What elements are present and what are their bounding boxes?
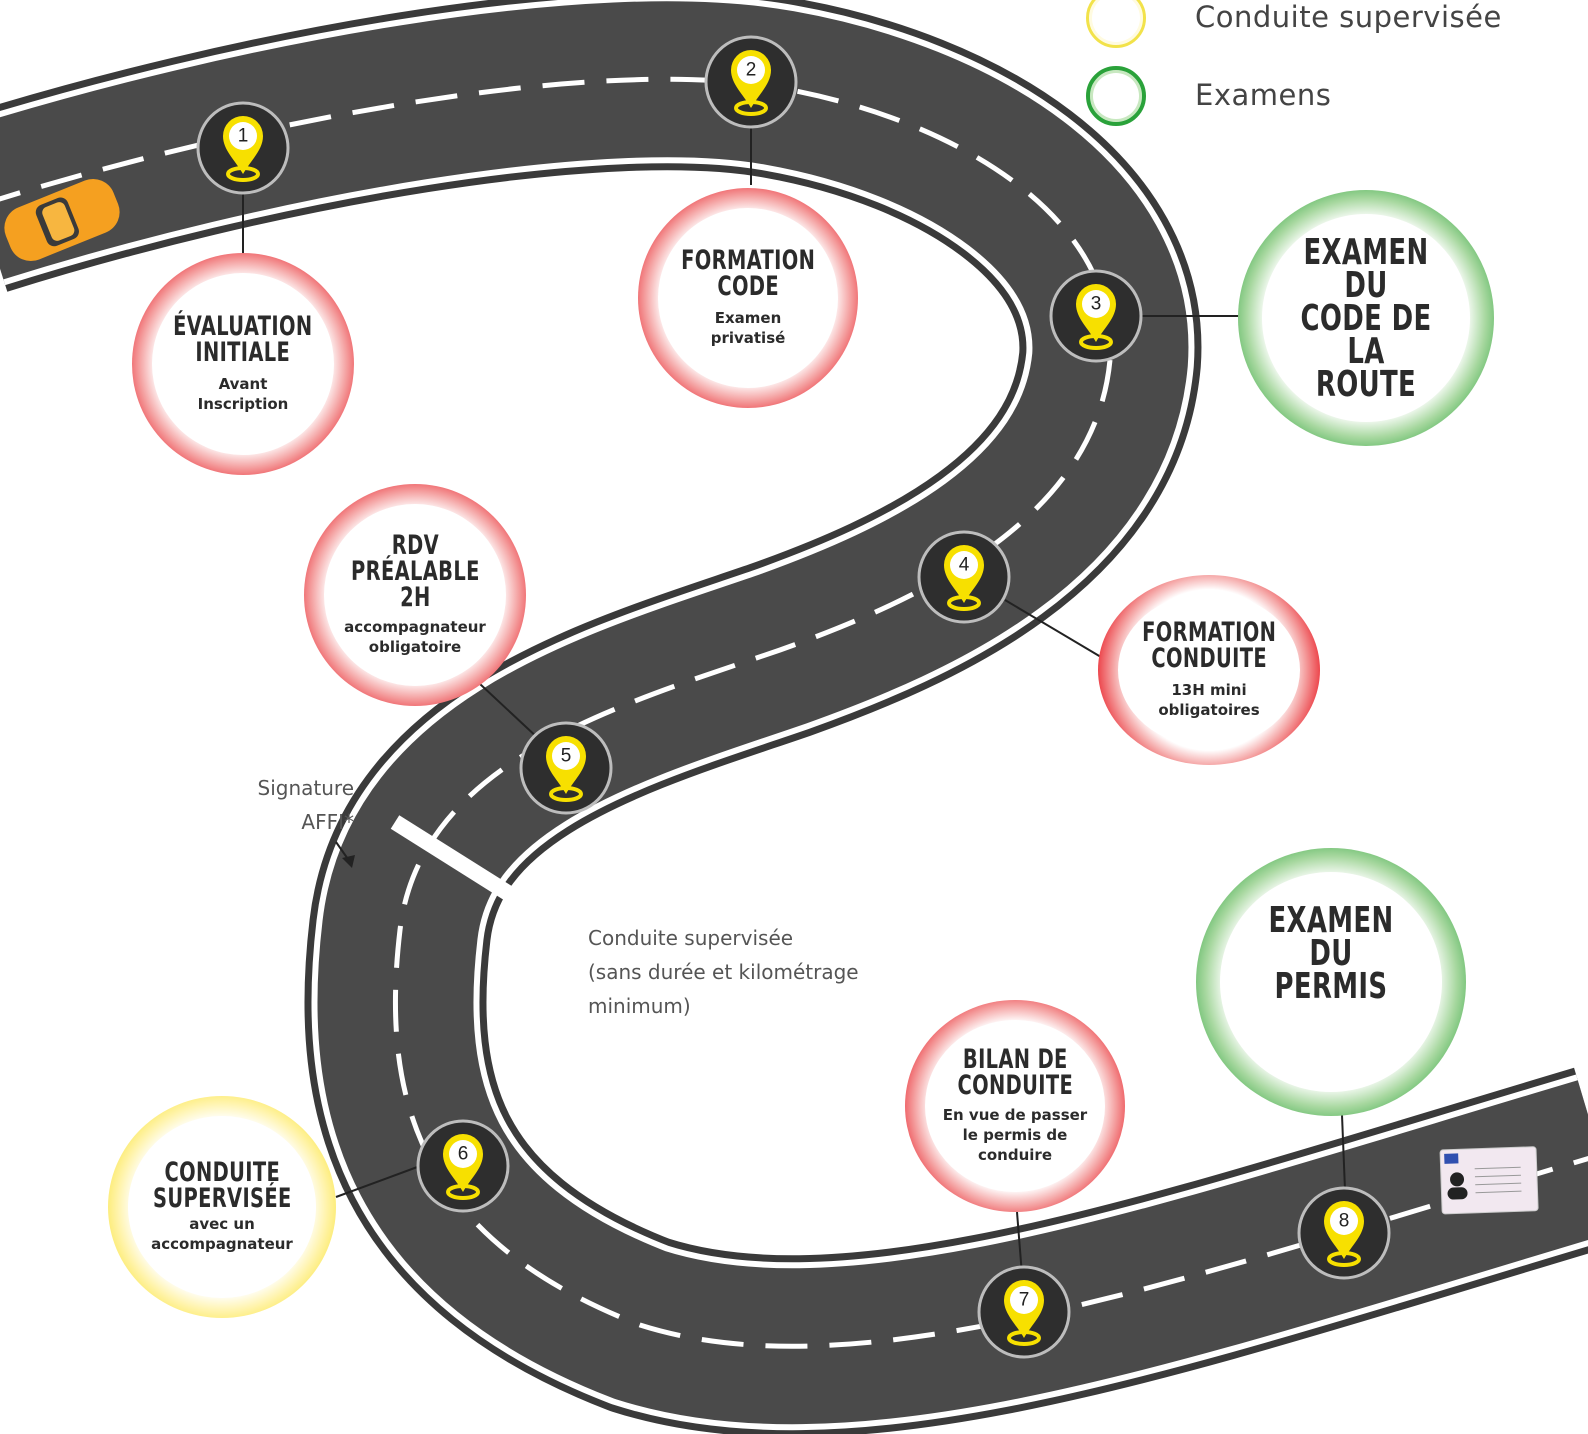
step-8-bubble: EXAMEN DU PERMIS	[1196, 848, 1466, 1116]
connector-4	[1004, 599, 1107, 661]
marker-2-face	[737, 56, 765, 84]
step-7-bubble: BILAN DE CONDUITE En vue de passer le pe…	[905, 1000, 1125, 1212]
legend-ring-green	[1086, 66, 1146, 126]
marker-3-face	[1082, 290, 1110, 318]
marker-2: 2	[704, 35, 798, 129]
step-2-title: FORMATION CODE	[680, 245, 816, 302]
marker-3: 3	[1049, 269, 1143, 363]
marker-1: 1	[196, 101, 290, 195]
supervised-driving-note: Conduite supervisée (sans durée et kilom…	[588, 926, 859, 1018]
step-6-title: CONDUITE SUPERVISÉE	[152, 1157, 292, 1214]
step-4-title: FORMATION CONDUITE	[1141, 617, 1277, 674]
step-8-title: EXAMEN DU PERMIS	[1268, 899, 1394, 1007]
marker-5: 5	[519, 721, 613, 815]
marker-5-number: 5	[561, 746, 572, 767]
connector-7	[1016, 1211, 1023, 1276]
legend-label-supervised: Conduite supervisée	[1195, 0, 1502, 34]
step-2-subtitle: Examen privatisé	[710, 309, 786, 347]
marker-7-face	[1010, 1286, 1038, 1314]
legend-ring-yellow	[1086, 0, 1146, 48]
marker-3-number: 3	[1091, 294, 1102, 315]
marker-8: 8	[1297, 1186, 1391, 1280]
marker-4-number: 4	[959, 555, 970, 576]
marker-6-number: 6	[458, 1144, 469, 1165]
step-5-subtitle: accompagnateur obligatoire	[344, 618, 486, 656]
marker-6: 6	[416, 1119, 510, 1213]
marker-6-face	[449, 1140, 477, 1168]
step-7-subtitle: En vue de passer le permis de conduire	[942, 1106, 1088, 1164]
affi-arrow-head	[342, 855, 355, 868]
marker-2-number: 2	[746, 60, 757, 81]
connectors	[242, 120, 1346, 1276]
step-1-bubble: ÉVALUATION INITIALE Avant Inscription	[132, 253, 354, 475]
taxi-icon	[4, 178, 120, 262]
step-1-title: ÉVALUATION INITIALE	[173, 311, 313, 368]
marker-1-number: 1	[238, 126, 249, 147]
signature-note: Signature AFFI*	[257, 776, 354, 834]
legend-label-exams: Examens	[1195, 78, 1332, 112]
step-7-title: BILAN DE CONDUITE	[957, 1044, 1073, 1101]
step-6-bubble: CONDUITE SUPERVISÉE avec un accompagnate…	[108, 1096, 336, 1318]
connector-5	[479, 683, 541, 741]
step-5-title: RDV PRÉALABLE 2H	[350, 530, 480, 613]
step-6-subtitle: avec un accompagnateur	[151, 1215, 293, 1253]
marker-7-number: 7	[1019, 1290, 1030, 1311]
step-4-subtitle: 13H mini obligatoires	[1158, 681, 1260, 719]
step-3-title: EXAMEN DU CODE DE LA ROUTE	[1300, 231, 1432, 405]
marker-5-face	[552, 742, 580, 770]
step-3-bubble: EXAMEN DU CODE DE LA ROUTE	[1238, 190, 1494, 446]
step-1-subtitle: Avant Inscription	[197, 375, 289, 413]
step-5-bubble: RDV PRÉALABLE 2H accompagnateur obligato…	[304, 484, 526, 706]
marker-8-face	[1330, 1207, 1358, 1235]
connector-6	[335, 1165, 421, 1198]
marker-4: 4	[917, 530, 1011, 624]
marker-7: 7	[977, 1265, 1071, 1359]
affi-line	[390, 815, 543, 919]
license-card-icon	[1439, 1146, 1539, 1215]
connector-8	[1341, 1114, 1346, 1191]
step-4-bubble: FORMATION CONDUITE 13H mini obligatoires	[1098, 575, 1320, 765]
step-2-bubble: FORMATION CODE Examen privatisé	[638, 188, 858, 408]
marker-8-number: 8	[1339, 1211, 1350, 1232]
marker-4-face	[950, 551, 978, 579]
marker-1-face	[229, 122, 257, 150]
